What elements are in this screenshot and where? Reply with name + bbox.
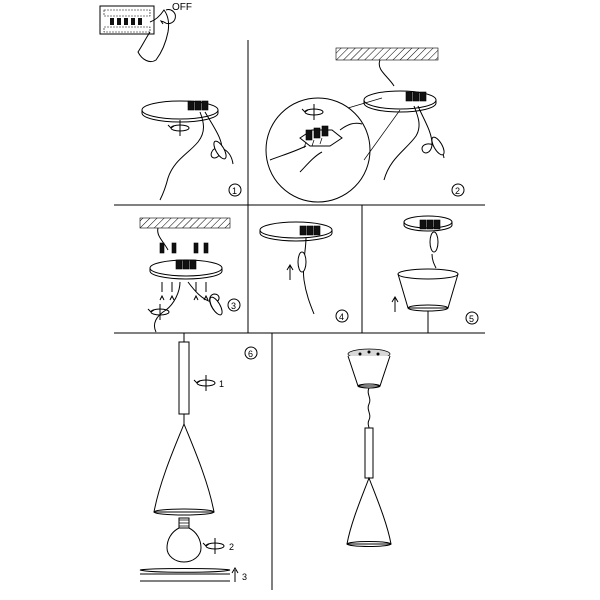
step-4-badge: 4 <box>335 309 349 323</box>
step-6-substep-3-label: 3 <box>242 572 247 582</box>
up-arrow-icon <box>286 264 294 280</box>
step-3-badge: 3 <box>227 298 241 312</box>
switch-off-label: OFF <box>172 2 192 13</box>
svg-text:3: 3 <box>231 301 236 311</box>
svg-text:4: 4 <box>339 312 344 322</box>
svg-text:1: 1 <box>232 186 237 196</box>
svg-text:6: 6 <box>248 349 253 359</box>
step-4-illustration <box>259 221 333 315</box>
step-6-substep-2-label: 2 <box>229 542 234 552</box>
svg-text:2: 2 <box>455 186 460 196</box>
assembled-lamp-illustration <box>346 348 392 547</box>
step-2-illustration <box>265 47 445 203</box>
step-1-badge: 1 <box>228 183 242 197</box>
step-6-illustration <box>139 333 239 582</box>
step-2-badge: 2 <box>451 183 465 197</box>
step-5-badge: 5 <box>465 311 479 325</box>
svg-text:5: 5 <box>469 314 474 324</box>
step-6-substep-1-label: 1 <box>219 379 224 389</box>
ceiling-hatch-icon <box>335 47 439 61</box>
step-3-illustration <box>139 217 231 333</box>
panel-dividers <box>114 40 485 590</box>
step-5-illustration <box>391 215 459 333</box>
power-switch-icon <box>99 5 176 63</box>
step-1-illustration <box>141 100 234 201</box>
up-arrow-icon <box>391 296 399 312</box>
step-6-badge: 6 <box>244 346 258 360</box>
up-arrow-icon <box>231 567 239 582</box>
